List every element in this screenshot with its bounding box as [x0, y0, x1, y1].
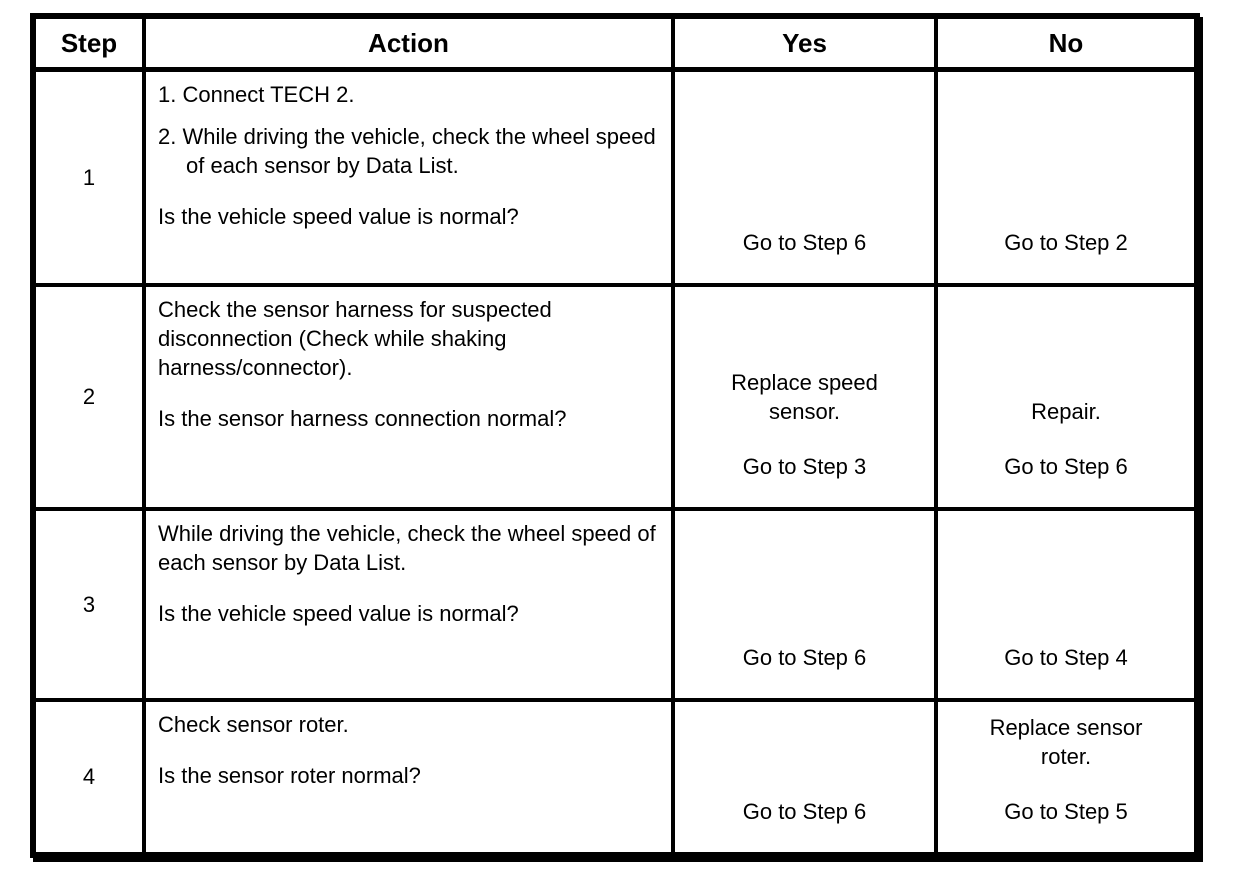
no-note-text: Replace sensor roter. — [989, 714, 1143, 769]
header-action: Action — [142, 14, 675, 72]
no-cell: Replace sensor roter. Go to Step 5 — [934, 697, 1199, 857]
yes-goto-text: Go to Step 6 — [742, 798, 867, 824]
step-number: 2 — [31, 282, 146, 511]
table-row-step-4: 4 Check sensor roter. Is the sensor rote… — [31, 697, 1199, 857]
action-list-item: 1. Connect TECH 2. — [158, 82, 355, 107]
action-cell: While driving the vehicle, check the whe… — [142, 506, 675, 702]
action-question: Is the vehicle speed value is normal? — [158, 600, 519, 626]
no-cell: Go to Step 4 — [934, 506, 1199, 702]
action-description: While driving the vehicle, check the whe… — [158, 520, 656, 575]
yes-note-text: Replace speed sensor. — [731, 369, 878, 424]
table-row-step-3: 3 While driving the vehicle, check the w… — [31, 506, 1199, 702]
table-row-step-1: 1 1. Connect TECH 2. 2. While driving th… — [31, 67, 1199, 287]
action-cell: Check sensor roter. Is the sensor roter … — [142, 697, 675, 857]
no-goto-text: Go to Step 5 — [1004, 798, 1128, 824]
yes-cell: Go to Step 6 — [671, 697, 938, 857]
action-description: Check the sensor harness for suspected d… — [158, 296, 552, 380]
step-number: 4 — [31, 697, 146, 857]
diagnostic-steps-table: Step Action Yes No 1 1. Connect TECH 2. … — [30, 13, 1200, 858]
no-goto-text: Go to Step 2 — [1004, 229, 1128, 255]
yes-goto-text: Go to Step 3 — [742, 453, 867, 479]
yes-goto-text: Go to Step 6 — [742, 229, 867, 255]
header-no: No — [934, 14, 1199, 72]
yes-goto-text: Go to Step 6 — [742, 644, 867, 670]
action-cell: Check the sensor harness for suspected d… — [142, 282, 675, 511]
document-page: Step Action Yes No 1 1. Connect TECH 2. … — [30, 13, 1200, 858]
action-description: Check sensor roter. — [158, 711, 349, 737]
no-cell: Go to Step 2 — [934, 67, 1199, 287]
header-yes: Yes — [671, 14, 938, 72]
yes-cell: Go to Step 6 — [671, 506, 938, 702]
no-cell: Repair. Go to Step 6 — [934, 282, 1199, 511]
no-goto-text: Go to Step 4 — [1004, 644, 1128, 670]
action-question: Is the vehicle speed value is normal? — [158, 204, 519, 229]
step-number: 1 — [31, 67, 146, 287]
table-header-row: Step Action Yes No — [31, 14, 1199, 72]
header-step: Step — [31, 14, 146, 72]
yes-cell: Replace speed sensor. Go to Step 3 — [671, 282, 938, 511]
action-cell: 1. Connect TECH 2. 2. While driving the … — [142, 67, 675, 287]
table-row-step-2: 2 Check the sensor harness for suspected… — [31, 282, 1199, 511]
action-list-item: 2. While driving the vehicle, check the … — [158, 124, 656, 178]
no-goto-text: Go to Step 6 — [1004, 453, 1128, 479]
step-number: 3 — [31, 506, 146, 702]
action-question: Is the sensor harness connection normal? — [158, 405, 567, 431]
yes-cell: Go to Step 6 — [671, 67, 938, 287]
no-note-text: Repair. — [1031, 398, 1101, 424]
action-question: Is the sensor roter normal? — [158, 762, 421, 788]
